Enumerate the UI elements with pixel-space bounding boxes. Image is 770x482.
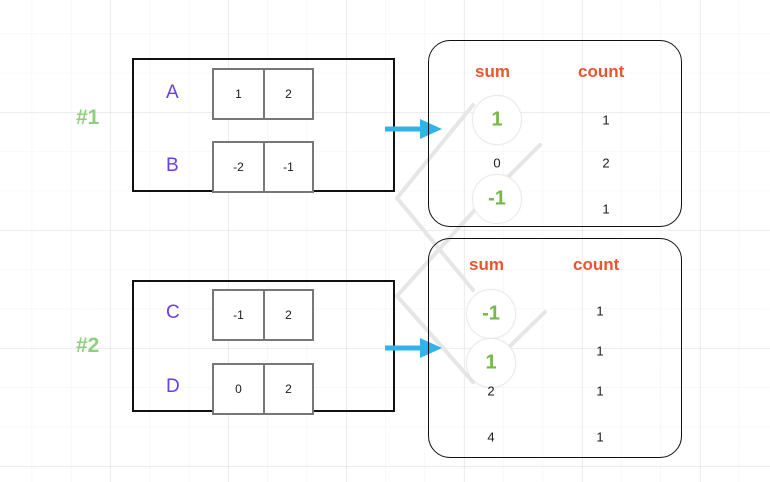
result-table-1-row-0-count: 1 [602,112,610,128]
result-table-1-row-1-sum: 0 [493,155,501,171]
result-table-2-row-2-sum: 2 [487,383,495,399]
partition-2-row-c-cells: -1 2 [212,289,314,341]
result-table-2-panel [428,238,682,458]
partition-2-row-label-d: D [166,376,180,397]
partition-1-row-b-cell-1: -1 [263,143,312,191]
result-table-1-header-count: count [578,62,625,81]
partition-2-row-d-cell-0: 0 [235,382,242,396]
step-label-2: #2 [76,334,100,357]
connector-d [395,294,475,384]
partition-1-row-a-cell-0: 1 [235,87,242,101]
partition-1-row-b-cells: -2 -1 [212,141,314,193]
result-table-2-row-0-count: 1 [596,303,604,319]
result-table-2-row-1-highlight-circle [466,338,516,388]
result-table-1-panel [428,40,682,227]
result-table-1-row-2-highlight-circle [472,174,522,224]
partition-1-row-label-a: A [166,82,179,103]
connector-a [395,103,475,200]
result-table-2-row-0-highlight-circle [466,289,516,339]
result-table-2-row-0-sum: -1 [482,302,500,325]
result-table-2-row-2-count: 1 [596,383,604,399]
arrow-partition-1-to-table-1 [385,119,442,139]
result-table-1-row-2-count: 1 [602,201,610,217]
partition-1-row-a-cell-1: 2 [263,70,312,118]
result-table-2-row-1-count: 1 [596,343,604,359]
partition-1-row-label-b: B [166,155,179,176]
result-table-1-row-0-highlight-circle [472,95,522,145]
partition-2-row-d-cells: 0 2 [212,363,314,415]
step-label-1: #1 [76,106,100,129]
result-table-2-row-3-count: 1 [596,429,604,445]
result-table-2-header-count: count [573,255,620,274]
result-table-1-row-1-count: 2 [602,155,610,171]
partition-2-row-c-cell-0: -1 [233,308,244,322]
result-table-1-row-2-sum: -1 [488,187,506,210]
result-table-1-header-sum: sum [475,62,510,81]
result-table-2-header-sum: sum [469,255,504,274]
result-table-2-row-3-sum: 4 [487,429,495,445]
partition-2-row-c-cell-1: 2 [263,291,312,339]
partition-1-row-a-cells: 1 2 [212,68,314,120]
partition-1-row-b-cell-0: -2 [233,160,244,174]
arrow-partition-2-to-table-2 [385,338,442,358]
partition-2-row-d-cell-1: 2 [263,365,312,413]
partition-2-row-label-c: C [166,302,180,323]
result-table-1-row-0-sum: 1 [491,108,503,131]
result-table-2-row-1-sum: 1 [485,351,497,374]
